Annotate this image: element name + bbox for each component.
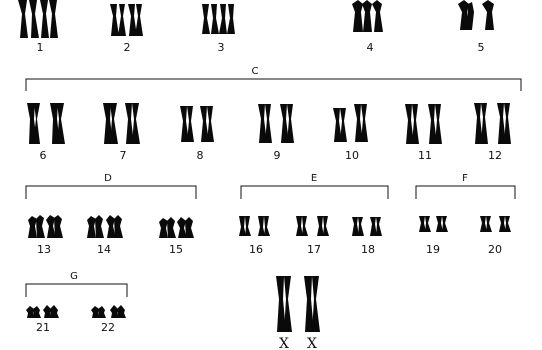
pair-label-11: 11 — [418, 149, 432, 162]
pair-label-20: 20 — [488, 243, 502, 256]
chromosome-pair-4 — [352, 0, 383, 32]
group-d-bracket — [25, 185, 197, 199]
group-g-bracket — [25, 283, 128, 297]
chromosome-pair-10 — [333, 104, 368, 142]
chromosome-pair-14 — [87, 215, 123, 238]
sex-chromosome-pair — [276, 276, 320, 332]
pair-label-5: 5 — [478, 41, 485, 54]
chromosome-pair-12 — [474, 103, 511, 144]
pair-label-17: 17 — [307, 243, 321, 256]
group-c-bracket — [25, 78, 522, 91]
group-f-bracket — [415, 185, 516, 199]
chromosome-pair-22 — [91, 305, 126, 318]
group-label-c: C — [252, 66, 259, 77]
pair-label-7: 7 — [120, 149, 127, 162]
chromosome-pair-15 — [159, 217, 194, 238]
chromosome-pair-21 — [26, 305, 59, 318]
pair-label-15: 15 — [169, 243, 183, 256]
sex-chromosome-label-2: X — [307, 336, 317, 350]
chromosome-pair-20 — [480, 216, 511, 232]
pair-label-10: 10 — [345, 149, 359, 162]
pair-label-18: 18 — [361, 243, 375, 256]
pair-label-21: 21 — [36, 321, 50, 334]
group-e-bracket — [240, 185, 389, 199]
group-label-f: F — [462, 173, 468, 184]
sex-chromosome-label-1: X — [279, 336, 289, 350]
chromosome-pair-5 — [458, 0, 494, 30]
chromosome-pair-16 — [239, 216, 270, 236]
chromosome-pair-9 — [258, 104, 294, 143]
pair-label-12: 12 — [488, 149, 502, 162]
pair-label-9: 9 — [274, 149, 281, 162]
group-label-g: G — [70, 271, 78, 282]
chromosome-pair-17 — [296, 216, 329, 236]
chromosome-pair-8 — [180, 106, 214, 142]
pair-label-4: 4 — [367, 41, 374, 54]
chromosome-pair-18 — [352, 217, 382, 236]
pair-label-13: 13 — [37, 243, 51, 256]
chromosome-pair-11 — [405, 104, 442, 144]
pair-label-14: 14 — [97, 243, 111, 256]
chromosome-pair-13 — [28, 215, 63, 238]
pair-label-19: 19 — [426, 243, 440, 256]
pair-label-1: 1 — [37, 41, 44, 54]
pair-label-22: 22 — [101, 321, 115, 334]
pair-label-2: 2 — [124, 41, 131, 54]
chromosome-pair-6 — [27, 103, 65, 144]
chromosome-pair-19 — [419, 216, 448, 232]
group-label-d: D — [104, 173, 112, 184]
pair-label-8: 8 — [197, 149, 204, 162]
chromosome-pair-2 — [110, 4, 143, 36]
group-label-e: E — [311, 173, 317, 184]
chromosome-pair-3 — [202, 4, 235, 34]
pair-label-16: 16 — [249, 243, 263, 256]
chromosome-pair-1 — [18, 0, 58, 38]
pair-label-3: 3 — [218, 41, 225, 54]
chromosome-pair-7 — [103, 103, 140, 144]
pair-label-6: 6 — [40, 149, 47, 162]
